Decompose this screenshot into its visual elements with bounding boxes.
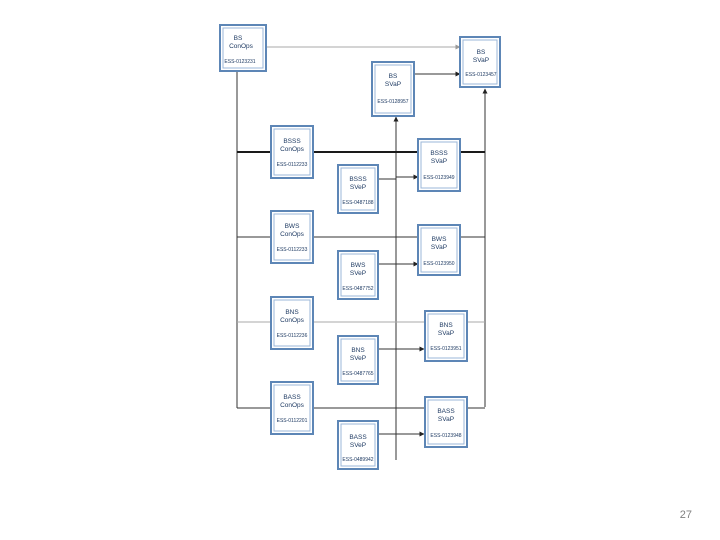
box-doc-code: ESS-0487765 xyxy=(342,371,373,377)
bass-svep-box: BASS SVeP ESS-0489942 xyxy=(337,420,379,470)
box-title-line1: BSSS xyxy=(349,176,367,183)
box-doc-code: ESS-0112236 xyxy=(277,333,308,339)
box-title-line2: SVaP xyxy=(431,244,447,251)
box-title-line1: BS xyxy=(389,73,398,80)
box-title-line2: ConOps xyxy=(280,317,305,324)
bsss-conops-box: BSSS ConOps ESS-0112233 xyxy=(270,125,314,179)
box-title-line2: SVaP xyxy=(438,416,454,423)
box-title-line2: SVaP xyxy=(438,330,454,337)
box-doc-code: ESS-0487188 xyxy=(342,200,373,206)
box-doc-code: ESS-0123231 xyxy=(224,59,255,65)
box-title-line2: SVeP xyxy=(350,270,366,277)
box-title-line1: BNS xyxy=(285,309,299,316)
box-title-line2: SVaP xyxy=(385,81,401,88)
box-doc-code: ESS-0123949 xyxy=(423,175,454,181)
box-doc-code: ESS-0112233 xyxy=(277,162,308,168)
box-title-line1: BS xyxy=(234,35,243,42)
box-title-line2: SVaP xyxy=(473,57,489,64)
box-title-line2: SVeP xyxy=(350,355,366,362)
box-doc-code: ESS-0487752 xyxy=(342,286,373,292)
box-title-line2: SVeP xyxy=(350,184,366,191)
box-title-line2: ConOps xyxy=(229,43,254,50)
box-doc-code: ESS-0123950 xyxy=(423,261,454,267)
box-doc-code: ESS-0123951 xyxy=(430,346,461,352)
box-doc-code: ESS-0123457 xyxy=(465,72,496,78)
box-title-line1: BWS xyxy=(351,262,366,269)
box-title-line1: BWS xyxy=(432,236,447,243)
box-title-line1: BNS xyxy=(351,347,365,354)
bsss-svap-box: BSSS SVaP ESS-0123949 xyxy=(417,138,461,192)
box-title-line2: ConOps xyxy=(280,146,305,153)
page-number: 27 xyxy=(679,509,692,521)
bass-svap-box: BASS SVaP ESS-0123948 xyxy=(424,396,468,448)
box-title-line2: SVeP xyxy=(350,442,366,449)
box-title-line2: SVaP xyxy=(431,158,447,165)
bs-svep-box: BS SVaP ESS-0128957 xyxy=(371,61,415,117)
box-doc-code: ESS-0112233 xyxy=(277,247,308,253)
box-title-line2: ConOps xyxy=(280,402,305,409)
bws-conops-box: BWS ConOps ESS-0112233 xyxy=(270,210,314,264)
bns-svap-box: BNS SVaP ESS-0123951 xyxy=(424,310,468,362)
bs-conops-box: BS ConOps ESS-0123231 xyxy=(219,24,267,72)
box-doc-code: ESS-0128957 xyxy=(377,99,408,105)
box-title-line1: BNS xyxy=(439,322,453,329)
bass-conops-box: BASS ConOps ESS-0112201 xyxy=(270,381,314,435)
box-title-line1: BS xyxy=(477,49,486,56)
bs-svap-top-box: BS SVaP ESS-0123457 xyxy=(459,36,501,88)
box-title-line1: BSSS xyxy=(283,138,301,145)
bws-svap-box: BWS SVaP ESS-0123950 xyxy=(417,224,461,276)
bws-svep-box: BWS SVeP ESS-0487752 xyxy=(337,250,379,300)
bns-svep-box: BNS SVeP ESS-0487765 xyxy=(337,335,379,385)
box-title-line1: BWS xyxy=(285,223,300,230)
bns-conops-box: BNS ConOps ESS-0112236 xyxy=(270,296,314,350)
box-title-line1: BASS xyxy=(283,394,301,401)
box-title-line1: BASS xyxy=(349,434,367,441)
box-doc-code: ESS-0112201 xyxy=(277,418,308,424)
box-doc-code: ESS-0489942 xyxy=(342,457,373,463)
box-doc-code: ESS-0123948 xyxy=(430,433,461,439)
box-title-line1: BSSS xyxy=(430,150,448,157)
box-title-line1: BASS xyxy=(437,408,455,415)
bsss-svep-box: BSSS SVeP ESS-0487188 xyxy=(337,164,379,214)
box-title-line2: ConOps xyxy=(280,231,305,238)
